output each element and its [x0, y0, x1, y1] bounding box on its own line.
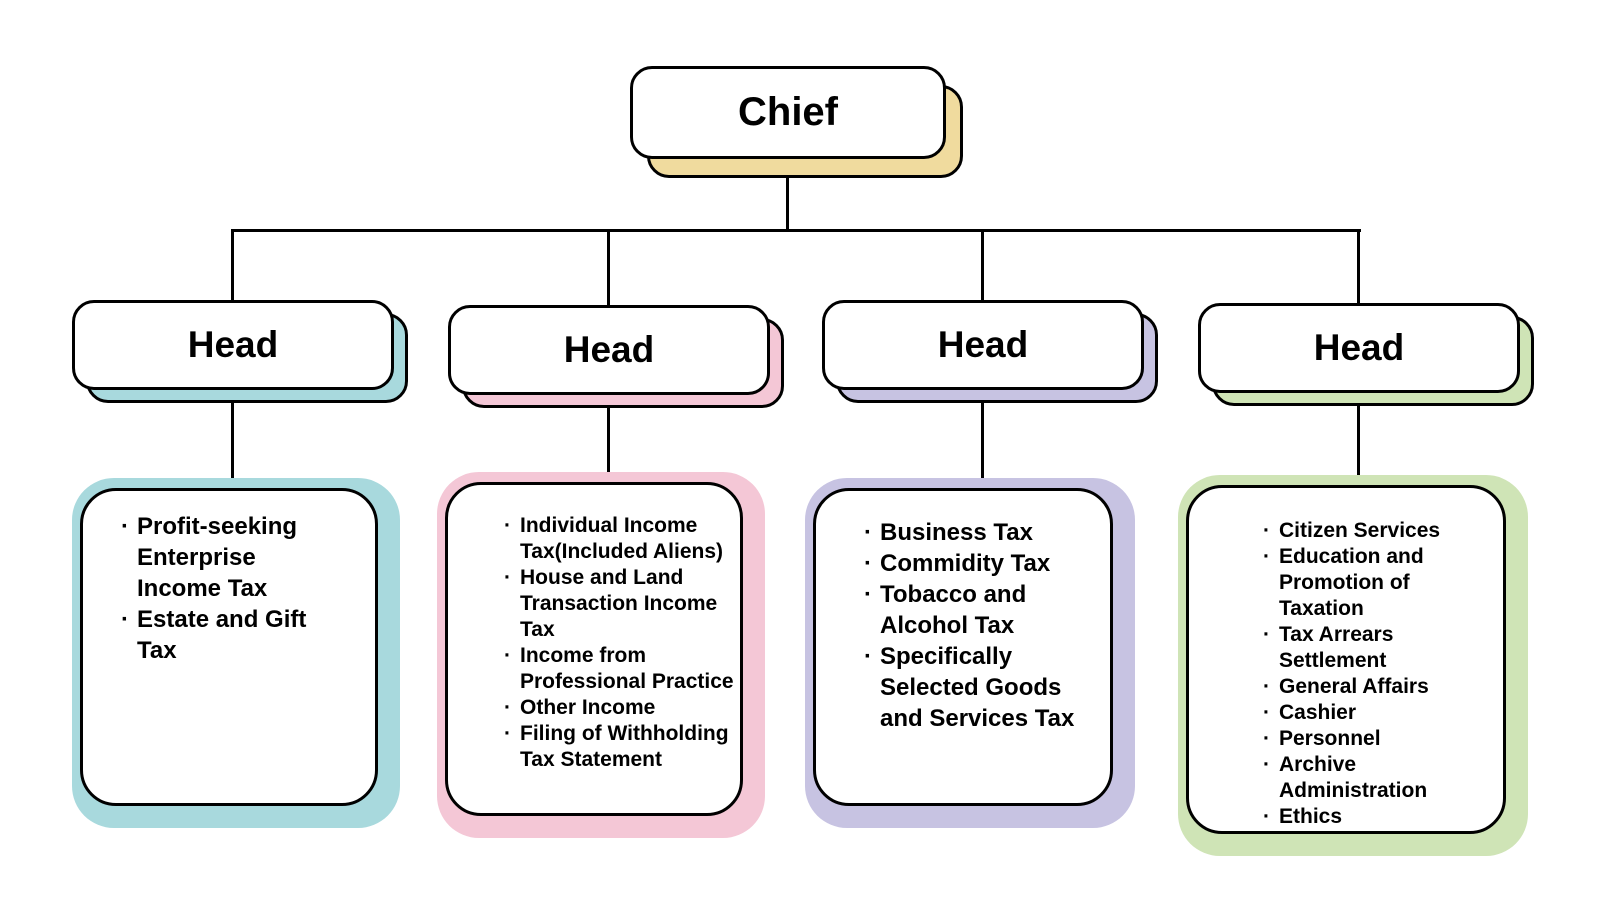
list-item: Tobacco and Alcohol Tax [864, 579, 1084, 641]
head4-label: Head [1313, 327, 1405, 368]
list-item: General Affairs [1263, 674, 1499, 700]
list-item: Filing of Withholding Tax Statement [504, 721, 736, 773]
head3-label: Head [937, 324, 1029, 365]
chief-label: Chief [738, 90, 838, 134]
detail-list-2: Individual Income Tax(Included Aliens)Ho… [504, 513, 736, 773]
list-item: Specifically Selected Goods and Services… [864, 641, 1084, 734]
connector-horizontal-bar [231, 229, 1361, 232]
list-item: Education and Promotion of Taxation [1263, 544, 1499, 622]
list-item: Ethics [1263, 804, 1499, 830]
detail-box-business-tax-inner: Business TaxCommidity TaxTobacco and Alc… [813, 488, 1113, 806]
detail-box-business-tax: Business TaxCommidity TaxTobacco and Alc… [805, 478, 1135, 828]
detail-box-admin-services: Citizen ServicesEducation and Promotion … [1178, 475, 1528, 856]
list-item: Individual Income Tax(Included Aliens) [504, 513, 736, 565]
head1-node: Head [72, 300, 394, 390]
list-item: Archive Administration [1263, 752, 1499, 804]
list-item: Other Income [504, 695, 736, 721]
connector-detail2-drop [607, 360, 610, 500]
detail-box-profit-tax: Profit-seeking Enterprise Income TaxEsta… [72, 478, 400, 828]
detail-list-1: Profit-seeking Enterprise Income TaxEsta… [121, 511, 331, 666]
chief-node: Chief [630, 66, 946, 159]
list-item: Citizen Services [1263, 518, 1499, 544]
head2-node: Head [448, 305, 770, 395]
connector-detail4-drop [1357, 360, 1360, 500]
detail-box-individual-tax: Individual Income Tax(Included Aliens)Ho… [437, 472, 765, 838]
list-item: Commidity Tax [864, 548, 1084, 579]
detail-box-individual-tax-inner: Individual Income Tax(Included Aliens)Ho… [445, 482, 743, 816]
list-item: Estate and Gift Tax [121, 604, 331, 666]
list-item: Personnel [1263, 726, 1499, 752]
list-item: Cashier [1263, 700, 1499, 726]
list-item: Tax Arrears Settlement [1263, 622, 1499, 674]
connector-detail3-drop [981, 360, 984, 500]
list-item: Income from Professional Practice [504, 643, 736, 695]
detail-list-3: Business TaxCommidity TaxTobacco and Alc… [864, 517, 1084, 734]
head3-node: Head [822, 300, 1144, 390]
head4-node: Head [1198, 303, 1520, 393]
head1-label: Head [187, 324, 279, 365]
connector-branch4-drop [1357, 229, 1360, 359]
connector-branch2-drop [607, 229, 610, 359]
connector-detail1-drop [231, 360, 234, 500]
list-item: Business Tax [864, 517, 1084, 548]
list-item: House and Land Transaction Income Tax [504, 565, 736, 643]
detail-box-admin-services-inner: Citizen ServicesEducation and Promotion … [1186, 485, 1506, 834]
head2-label: Head [563, 329, 655, 370]
connector-branch1-drop [231, 229, 234, 359]
list-item: Profit-seeking Enterprise Income Tax [121, 511, 331, 604]
detail-box-profit-tax-inner: Profit-seeking Enterprise Income TaxEsta… [80, 488, 378, 806]
detail-list-4: Citizen ServicesEducation and Promotion … [1263, 518, 1499, 830]
connector-branch3-drop [981, 229, 984, 359]
